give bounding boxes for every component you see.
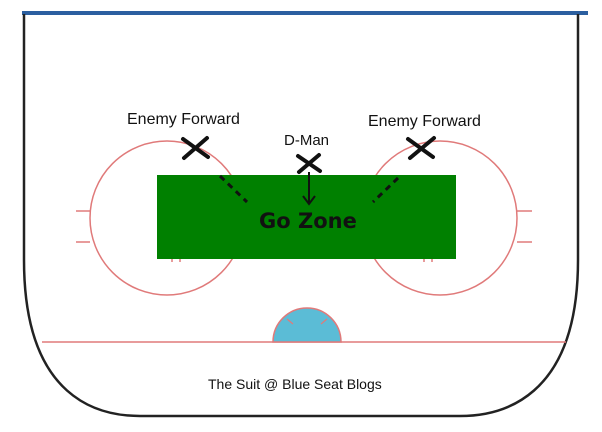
rink-boards <box>22 14 580 418</box>
enemy-forward-left-label: Enemy Forward <box>127 111 240 128</box>
go-zone-label: Go Zone <box>259 209 357 233</box>
credit-caption: The Suit @ Blue Seat Blogs <box>208 376 382 392</box>
d-man-arrowhead <box>302 195 316 206</box>
d-man-marker <box>296 153 322 174</box>
right-forward-lane <box>371 176 400 204</box>
enemy-forward-left-marker <box>181 136 210 160</box>
goal-crease <box>272 307 342 343</box>
enemy-forward-right-marker <box>406 136 436 160</box>
d-man-label: D-Man <box>284 132 330 149</box>
enemy-forward-right-label: Enemy Forward <box>368 113 481 130</box>
go-zone-area <box>157 175 456 259</box>
